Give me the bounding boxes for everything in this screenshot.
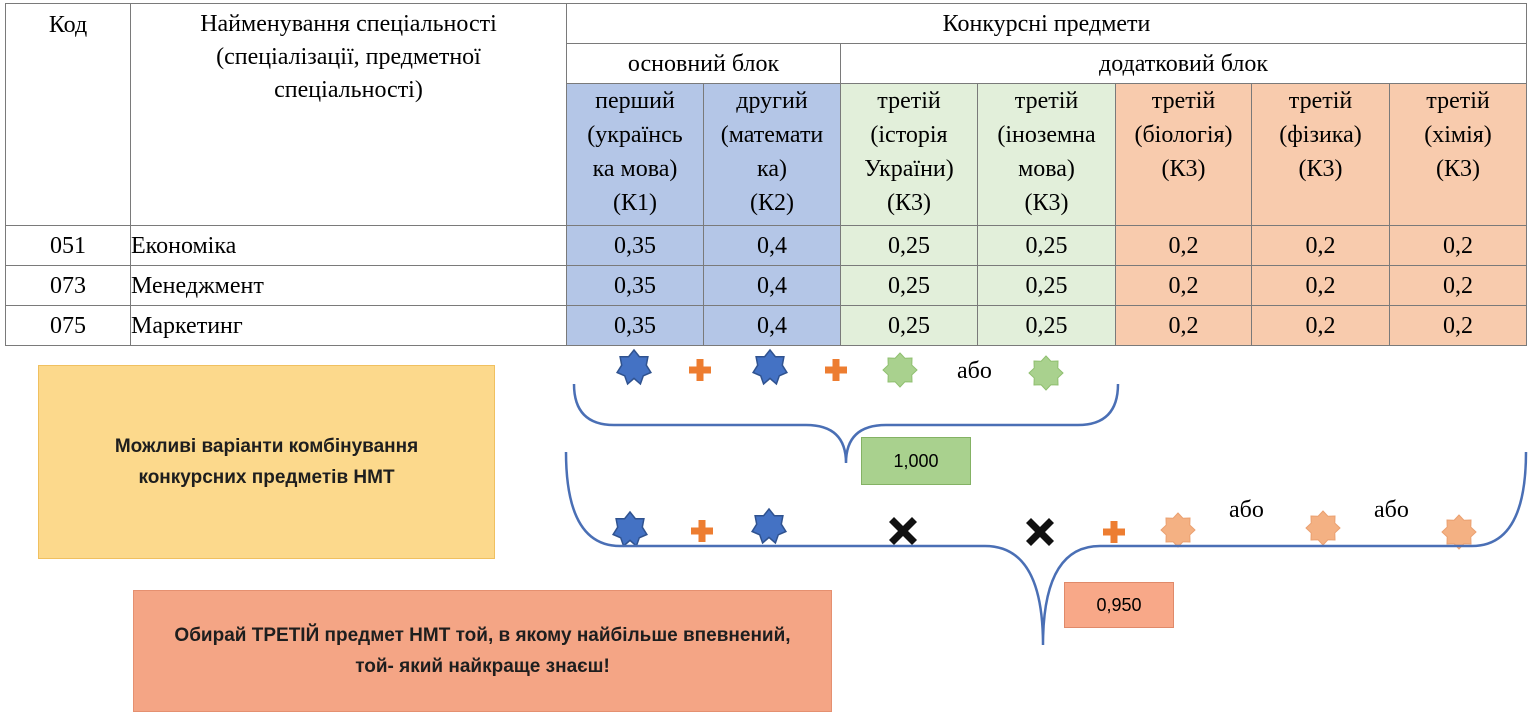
table-row: 075 Маркетинг 0,35 0,4 0,25 0,25 0,2 0,2… [5,305,1528,346]
row-value: 0,2 [1115,265,1252,306]
row-value: 0,35 [566,265,704,306]
row-value: 0,25 [840,225,978,266]
cross-icon [1026,518,1054,546]
row-value: 0,2 [1388,265,1528,306]
row-value: 0,25 [840,265,978,306]
row-value: 0,2 [1388,225,1528,266]
combinations-note: Можливі варіанти комбінування конкурсних… [38,365,495,559]
or-label: або [957,358,992,384]
or-label: або [1229,497,1264,523]
plus-icon [689,359,711,381]
biology-star-icon [1160,512,1196,548]
header-subject-physics: третій(фізика)(К3) [1251,83,1390,226]
row-value: 0,2 [1251,265,1390,306]
foreign-language-star-icon [1028,355,1064,391]
row-code: 073 [5,265,131,306]
bottom-brace [564,451,1528,646]
choose-subject-note: Обирай ТРЕТІЙ предмет НМТ той, в якому н… [133,590,832,712]
row-specialty: Економіка [130,225,567,266]
header-extra-block: додатковий блок [839,43,1528,84]
table-row: 073 Менеджмент 0,35 0,4 0,25 0,25 0,2 0,… [5,265,1528,306]
header-subject-biology: третій(біологія)(К3) [1115,83,1252,226]
header-code: Код [5,3,131,226]
row-value: 0,25 [977,225,1116,266]
row-value: 0,2 [1251,225,1390,266]
header-subject-chemistry: третій(хімія)(К3) [1388,83,1528,226]
row-value: 0,4 [703,265,841,306]
top-brace [572,383,1120,464]
row-value: 0,2 [1388,305,1528,346]
math-star-icon [751,508,787,544]
row-value: 0,2 [1251,305,1390,346]
score-box-2: 0,950 [1064,582,1174,628]
plus-icon [1103,521,1125,543]
ukrainian-star-icon [612,511,648,547]
score-box-1: 1,000 [861,437,971,485]
row-code: 075 [5,305,131,346]
combinations-note-text: Можливі варіанти комбінування конкурсних… [114,436,419,488]
cross-icon [889,517,917,545]
physics-star-icon [1305,510,1341,546]
row-value: 0,25 [977,265,1116,306]
header-specialty-name: Найменування спеціальності (спеціалізаці… [130,3,567,226]
math-star-icon [752,349,788,385]
plus-icon [691,520,713,542]
row-value: 0,2 [1115,305,1252,346]
row-value: 0,2 [1115,225,1252,266]
table-row: 051 Економіка 0,35 0,4 0,25 0,25 0,2 0,2… [5,225,1528,266]
or-label: або [1374,497,1409,523]
history-star-icon [882,352,918,388]
row-value: 0,4 [703,305,841,346]
choose-subject-note-text: Обирай ТРЕТІЙ предмет НМТ той, в якому н… [174,625,791,677]
chemistry-star-icon [1441,514,1477,550]
coefficients-table: Код Найменування спеціальності (спеціалі… [5,3,1528,346]
row-specialty: Менеджмент [130,265,567,306]
row-specialty: Маркетинг [130,305,567,346]
ukrainian-star-icon [616,349,652,385]
row-value: 0,35 [566,305,704,346]
row-value: 0,25 [977,305,1116,346]
row-code: 051 [5,225,131,266]
plus-icon [825,359,847,381]
